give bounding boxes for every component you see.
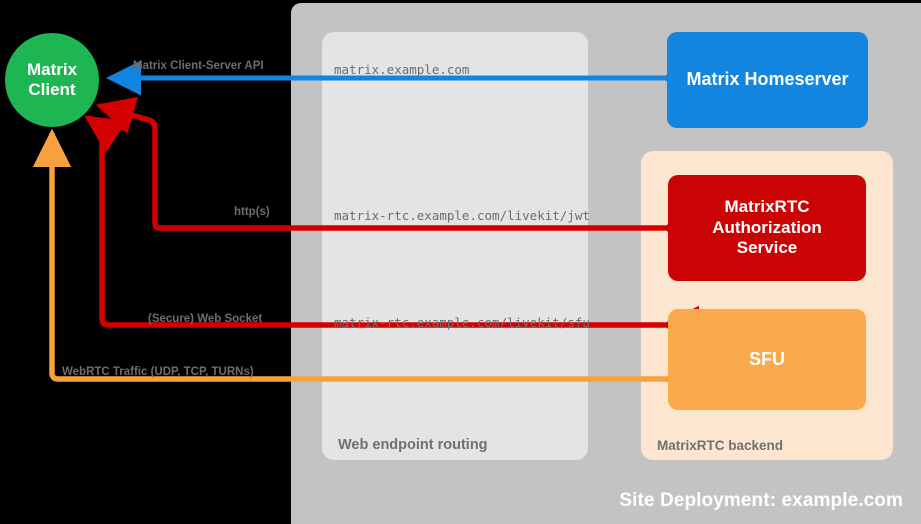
node-matrix-homeserver-label: Matrix Homeserver <box>686 69 849 90</box>
node-matrix-client-line2: Client <box>28 80 76 99</box>
node-sfu[interactable]: SFU <box>668 309 866 410</box>
node-sfu-label: SFU <box>749 348 785 369</box>
node-matrix-client-line1: Matrix <box>26 59 78 79</box>
edge-label-webrtc-traffic: WebRTC Traffic (UDP, TCP, TURNs) <box>62 366 254 378</box>
node-matrix-client[interactable]: Matrix Client <box>5 33 99 127</box>
web-endpoint-routing-label: Web endpoint routing <box>338 437 488 453</box>
node-matrixrtc-authorization-service[interactable]: MatrixRTC Authorization Service <box>668 175 866 281</box>
edge-label-matrix-client-server-api: Matrix Client-Server API <box>133 60 264 72</box>
node-auth-line3: Service <box>736 238 798 258</box>
node-matrix-homeserver[interactable]: Matrix Homeserver <box>667 32 868 128</box>
edge-label-secure-websocket: (Secure) Web Socket <box>148 313 263 325</box>
site-deployment-label: Site Deployment: example.com <box>619 490 903 511</box>
node-auth-line1: MatrixRTC <box>724 197 810 217</box>
node-auth-line2: Authorization <box>712 217 822 237</box>
matrixrtc-backend-label: MatrixRTC backend <box>657 438 784 453</box>
url-label-livekit-sfu: matrix-rtc.example.com/livekit/sfu <box>334 315 590 330</box>
url-label-matrix-example-com: matrix.example.com <box>334 62 470 77</box>
url-label-livekit-jwt: matrix-rtc.example.com/livekit/jwt <box>334 208 590 223</box>
web-endpoint-routing-container <box>322 32 588 460</box>
edge-label-http: http(s) <box>234 206 270 218</box>
